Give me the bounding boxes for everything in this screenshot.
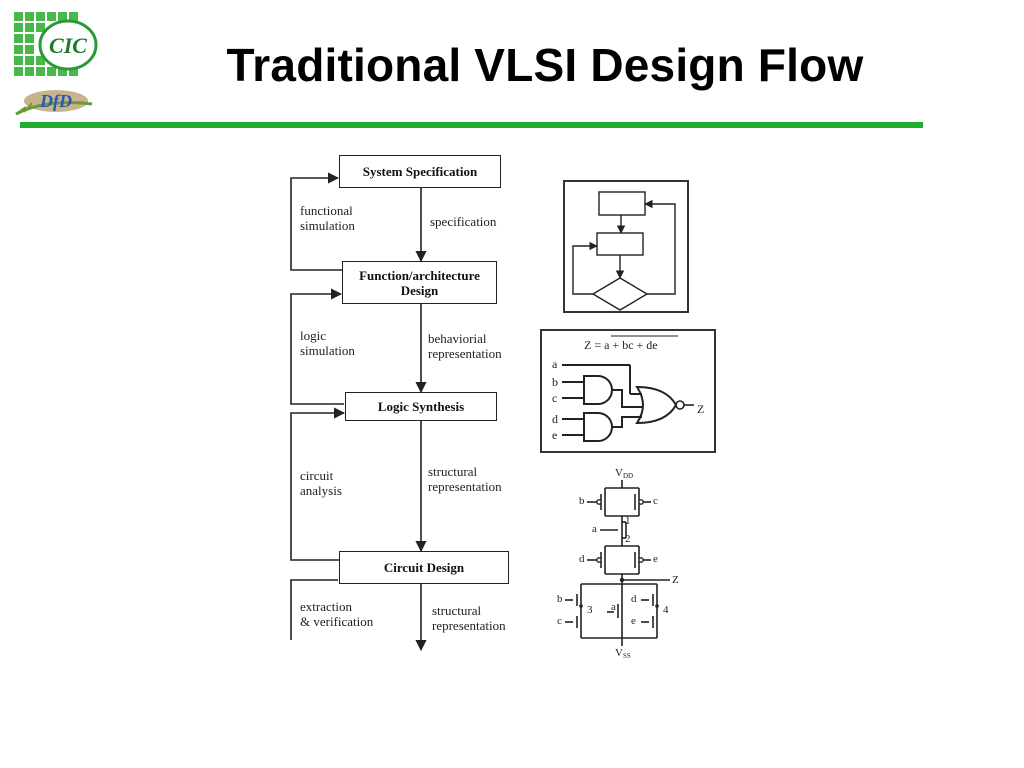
label-structural-representation: structural representation <box>428 464 502 494</box>
nor-bubble <box>675 400 685 410</box>
step-system-specification: System Specification <box>339 155 501 188</box>
input-a: a <box>552 357 558 371</box>
logo-subtext: DfD <box>39 91 72 111</box>
page-title: Traditional VLSI Design Flow <box>226 39 864 91</box>
logic-gate-schematic: Z = a + bc + de a b c d e Z <box>552 335 704 442</box>
equation-overbar: a + bc + de <box>604 338 658 352</box>
step-label: Logic Synthesis <box>377 399 465 414</box>
behavioral-diagram-panel <box>563 180 689 313</box>
label-circuit-analysis: circuit analysis <box>300 468 342 498</box>
gate-c-top: c <box>653 495 658 507</box>
output-z-label: Z <box>672 574 679 586</box>
step-circuit-design: Circuit Design <box>339 551 509 584</box>
label-extraction-verification: extraction & verification <box>300 599 374 629</box>
output-z: Z <box>697 402 704 416</box>
logo-text: CIC <box>49 33 87 58</box>
step-logic-synthesis: Logic Synthesis <box>345 392 497 421</box>
gate-d-bottom: d <box>631 593 637 605</box>
input-d: d <box>552 412 558 426</box>
step-function-architecture-design: Function/architecture Design <box>342 261 497 304</box>
title-divider <box>20 122 923 128</box>
feedback-logic-simulation <box>290 288 344 405</box>
node-4: 4 <box>663 604 669 616</box>
step-label: Circuit Design <box>383 560 465 575</box>
gate-b-bottom: b <box>557 593 563 605</box>
gate-e-top: e <box>653 553 658 565</box>
process-block-2 <box>596 232 644 256</box>
gate-a-top: a <box>592 523 597 535</box>
gate-d-top: d <box>579 553 585 565</box>
label-functional-simulation: functional simulation <box>300 203 355 233</box>
node-1: 1 <box>625 515 631 527</box>
gate-a-bottom: a <box>611 601 616 613</box>
and-gate-1 <box>583 375 613 405</box>
step-label: System Specification <box>362 164 478 179</box>
nor-gate <box>635 385 678 425</box>
logic-gate-panel: Z = a + bc + de a b c d e Z <box>540 329 716 453</box>
label-logic-simulation: logic simulation <box>300 328 355 358</box>
feedback-functional-simulation <box>290 172 344 271</box>
gate-c-bottom: c <box>557 615 562 627</box>
node-3: 3 <box>587 604 593 616</box>
equation-prefix: Z = <box>584 338 604 352</box>
input-c: c <box>552 391 557 405</box>
process-block-1 <box>598 191 646 216</box>
label-behavioral-representation: behaviorial representation <box>428 331 502 361</box>
input-e: e <box>552 428 557 442</box>
step-label: Function/architecture Design <box>359 267 480 298</box>
feedback-circuit-analysis <box>290 407 346 561</box>
label-specification: specification <box>430 214 497 229</box>
input-b: b <box>552 375 558 389</box>
label-structural-representation-2: structural representation <box>432 603 506 633</box>
vdd-label: VDD <box>615 467 633 480</box>
behavioral-diagram <box>572 191 676 311</box>
gate-e-bottom: e <box>631 615 636 627</box>
feedback-extraction <box>290 579 338 640</box>
decision-diamond <box>591 277 649 311</box>
gate-b-top: b <box>579 495 585 507</box>
node-2: 2 <box>625 533 631 545</box>
transistor-schematic: VDD VSS Z b c a d e b c a d e 1 2 3 4 <box>557 467 679 660</box>
cic-logo: CIC DfD <box>14 12 98 116</box>
vss-label: VSS <box>615 647 631 660</box>
and-gate-2 <box>583 412 613 442</box>
svg-text:Z = a + bc + de: Z = a + bc + de <box>584 338 658 352</box>
